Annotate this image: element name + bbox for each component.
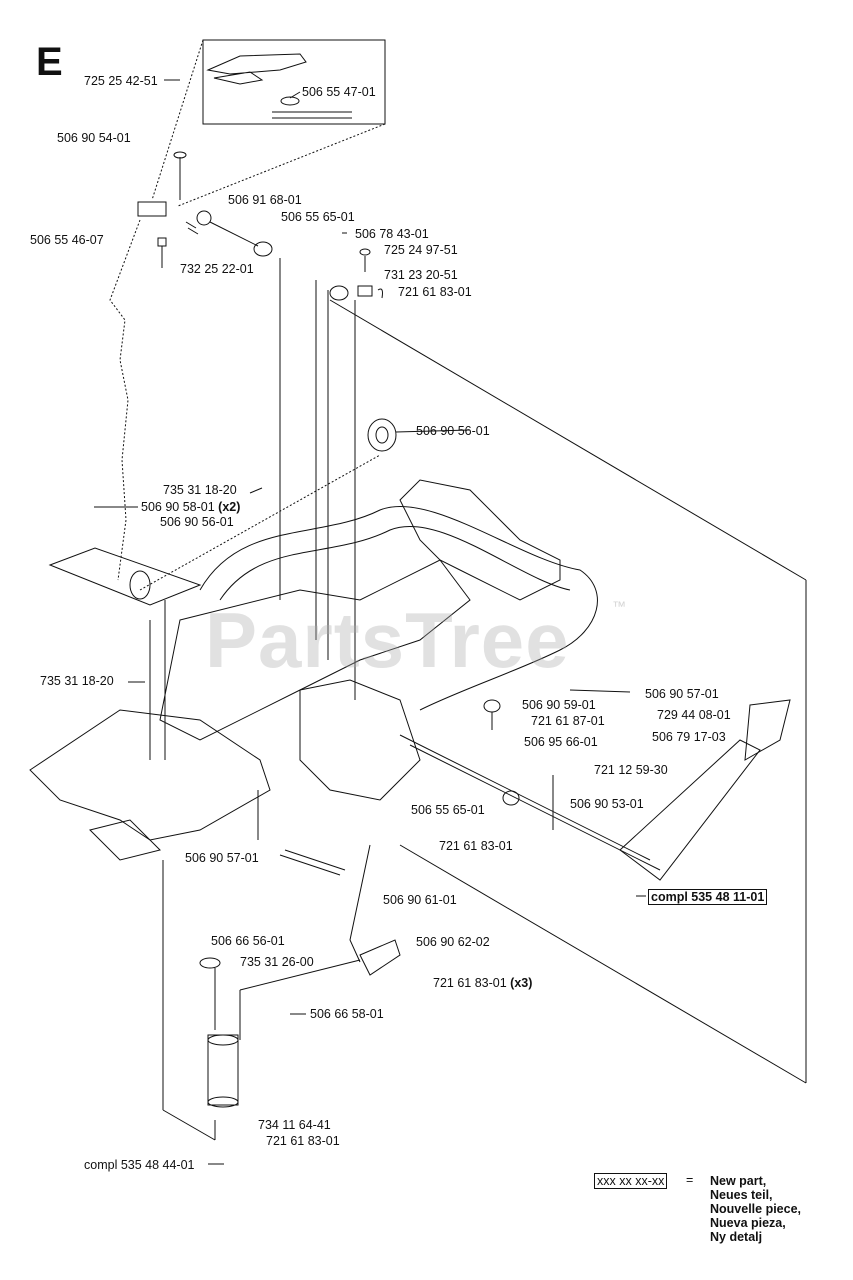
part-label: 506 90 54-01 [57, 131, 131, 145]
legend-line: Nouvelle piece, [710, 1202, 802, 1216]
part-label: 506 90 57-01 [645, 687, 719, 701]
part-label: 734 11 64-41 [258, 1118, 331, 1132]
part-label: 506 66 58-01 [310, 1007, 384, 1021]
inset-part-drawing [206, 53, 307, 85]
compl-label-535-48-11-01: compl 535 48 11-01 [648, 889, 768, 905]
legend-equals: = [686, 1173, 694, 1187]
part-label: 721 12 59-30 [594, 763, 668, 777]
part-label: 506 55 47-01 [302, 85, 376, 99]
part-label: 729 44 08-01 [657, 708, 731, 722]
watermark: PartsTree [205, 596, 570, 684]
chassis-frame [399, 479, 561, 601]
part-label: 735 31 18-20 [163, 483, 237, 497]
part-label: 506 95 66-01 [524, 735, 598, 749]
part-label: 735 31 26-00 [240, 955, 314, 969]
part-label: 721 61 83-01 [398, 285, 472, 299]
inset-detail-box [202, 39, 386, 125]
section-letter: E [36, 40, 63, 84]
part-label: 721 61 87-01 [531, 714, 605, 728]
part-label: 506 90 56-01 [160, 515, 234, 529]
part-label: 506 79 17-03 [652, 730, 726, 744]
part-label: 506 90 62-02 [416, 935, 490, 949]
part-label: 506 90 53-01 [570, 797, 644, 811]
part-label: 506 90 61-01 [383, 893, 457, 907]
part-label: 506 90 59-01 [522, 698, 596, 712]
legend-line: Nueva pieza, [710, 1216, 786, 1230]
part-label: 731 23 20-51 [384, 268, 458, 282]
part-label: 721 61 83-01 [266, 1134, 340, 1148]
part-label: 506 55 65-01 [281, 210, 355, 224]
legend-line: Ny detalj [710, 1230, 763, 1244]
part-label: 506 78 43-01 [355, 227, 429, 241]
part-label: 721 61 83-01 [439, 839, 513, 853]
part-label: 725 25 42-51 [84, 74, 158, 88]
part-label: 506 90 57-01 [185, 851, 259, 865]
part-label: 506 66 56-01 [211, 934, 285, 948]
part-label: 732 25 22-01 [180, 262, 254, 276]
watermark-trademark: ™ [612, 598, 626, 614]
legend-line: Neues teil, [710, 1188, 773, 1202]
legend-line: New part, [710, 1174, 767, 1188]
part-label: 506 90 58-01 (x2) [141, 500, 241, 514]
part-label: 506 55 46-07 [30, 233, 104, 247]
compl-label-535-48-44-01: compl 535 48 44-01 [84, 1158, 195, 1172]
part-label: 721 61 83-01 (x3) [433, 976, 533, 990]
part-label: 735 31 18-20 [40, 674, 114, 688]
legend-sample-box: xxx xx xx-xx [594, 1173, 668, 1189]
part-label: 506 91 68-01 [228, 193, 302, 207]
part-label: 725 24 97-51 [384, 243, 458, 257]
part-label: 506 55 65-01 [411, 803, 485, 817]
part-label: 506 90 56-01 [416, 424, 490, 438]
